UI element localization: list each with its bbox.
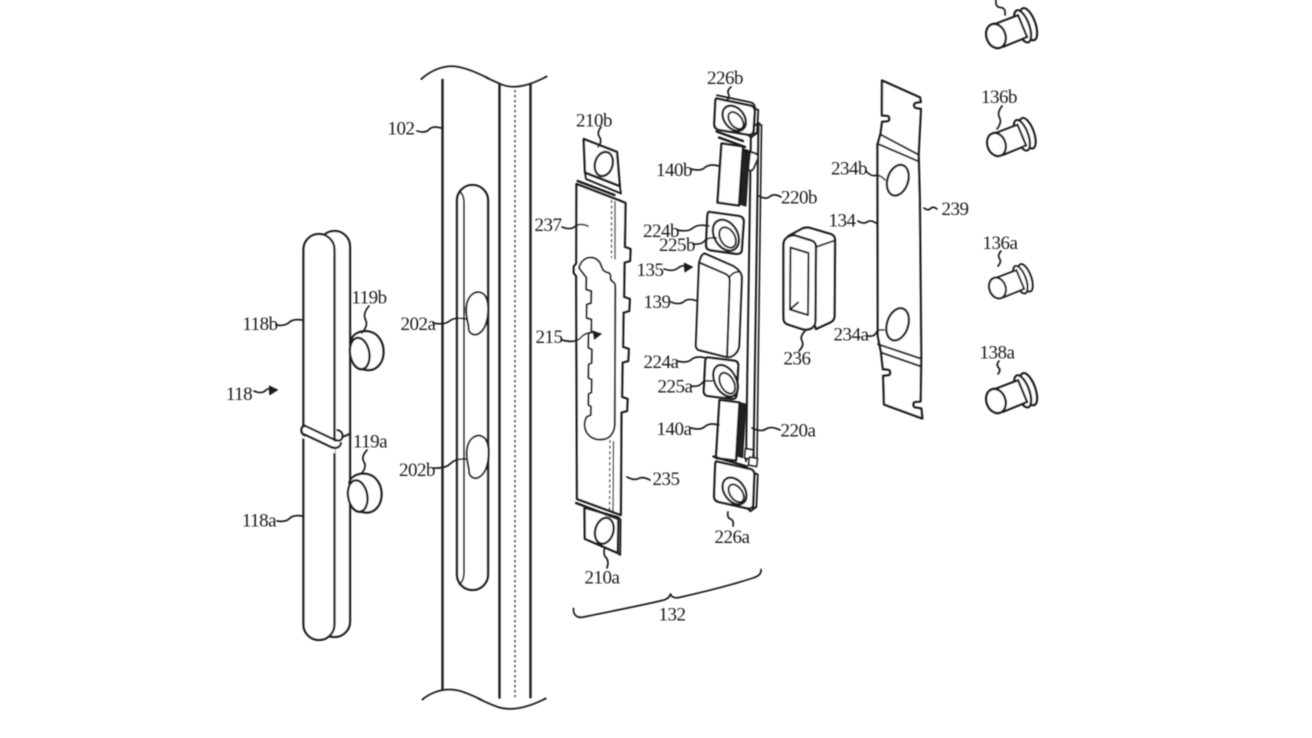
svg-text:102: 102	[388, 119, 415, 140]
svg-text:139: 139	[644, 292, 671, 313]
svg-text:135: 135	[637, 260, 664, 281]
svg-text:234a: 234a	[834, 325, 870, 346]
svg-text:225a: 225a	[658, 377, 694, 398]
svg-text:224b: 224b	[643, 221, 679, 242]
svg-text:134: 134	[829, 211, 857, 232]
svg-text:215: 215	[536, 327, 563, 348]
svg-text:210a: 210a	[585, 568, 621, 589]
svg-text:119b: 119b	[351, 288, 386, 309]
svg-text:226a: 226a	[715, 527, 751, 548]
svg-text:118b: 118b	[242, 314, 277, 335]
svg-text:220a: 220a	[781, 421, 817, 442]
svg-text:119a: 119a	[353, 432, 388, 453]
svg-text:220b: 220b	[781, 188, 817, 209]
svg-text:140a: 140a	[657, 419, 693, 440]
svg-text:226b: 226b	[707, 68, 743, 89]
svg-text:236: 236	[784, 349, 811, 370]
svg-text:210b: 210b	[576, 111, 612, 132]
svg-text:239: 239	[942, 199, 969, 220]
svg-text:237: 237	[535, 215, 562, 236]
svg-text:136b: 136b	[981, 87, 1017, 108]
svg-text:140b: 140b	[656, 160, 692, 181]
svg-text:202b: 202b	[399, 460, 435, 481]
svg-text:234b: 234b	[831, 159, 867, 180]
svg-text:224a: 224a	[644, 352, 680, 373]
svg-text:118: 118	[226, 384, 252, 405]
svg-text:132: 132	[659, 605, 686, 626]
svg-text:235: 235	[653, 469, 680, 490]
svg-text:136a: 136a	[983, 233, 1019, 254]
svg-text:118a: 118a	[242, 511, 277, 532]
svg-text:202a: 202a	[401, 314, 437, 335]
svg-text:138a: 138a	[980, 343, 1016, 364]
svg-text:225b: 225b	[659, 235, 695, 256]
